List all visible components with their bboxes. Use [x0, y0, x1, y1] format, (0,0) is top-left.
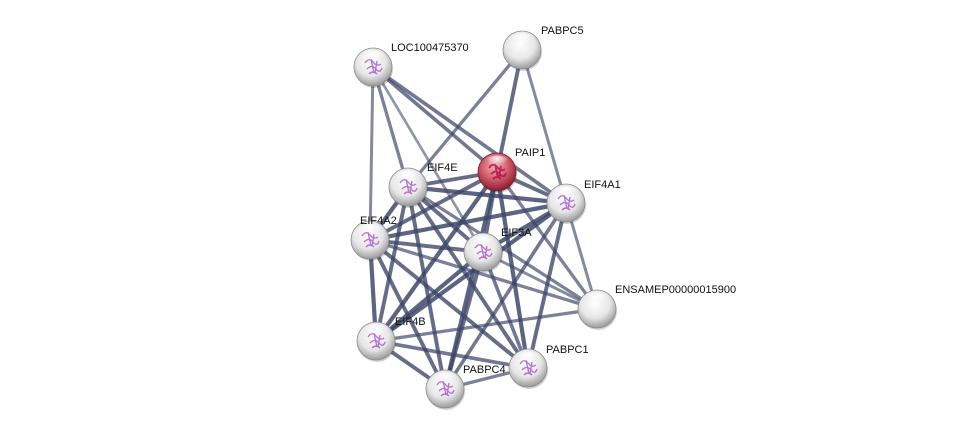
- edge-paip1-pabpc1[interactable]: [494, 169, 531, 371]
- node-highlight: [394, 170, 422, 186]
- node-highlight: [469, 235, 497, 251]
- node-paip1[interactable]: PAIP1: [477, 147, 545, 193]
- node-pabpc5[interactable]: PABPC5: [502, 25, 584, 71]
- edge-eif4a2-ensamep00000015900[interactable]: [368, 238, 599, 311]
- node-label: EIF4A1: [584, 179, 621, 191]
- node-label: PABPC5: [541, 25, 584, 37]
- node-eif4e[interactable]: EIF4E: [388, 162, 458, 208]
- edge-eif4a1-eif4a2[interactable]: [367, 200, 569, 243]
- edge-eif3a-eif4b[interactable]: [373, 249, 486, 344]
- node-loc100475370[interactable]: LOC100475370: [353, 42, 469, 88]
- node-label: EIF4E: [427, 162, 458, 174]
- node-pabpc4[interactable]: PABPC4: [425, 364, 506, 410]
- node-pabpc1[interactable]: PABPC1: [508, 344, 589, 389]
- node-label: EIF4B: [395, 316, 426, 328]
- edge-loc100475370-eif4e[interactable]: [371, 65, 410, 189]
- edge-pabpc5-eif4e[interactable]: [406, 48, 524, 189]
- node-label: ENSAMEP00000015900: [615, 284, 736, 296]
- node-label: EIF4A2: [360, 215, 397, 227]
- node-eif3a[interactable]: EIF3A: [463, 227, 532, 273]
- node-label: EIF3A: [501, 227, 532, 239]
- edge-loc100475370-eif4a2[interactable]: [368, 65, 375, 242]
- node-highlight: [359, 50, 387, 66]
- node-eif4a1[interactable]: EIF4A1: [546, 179, 621, 224]
- edge-eif4a2-pabpc1[interactable]: [368, 238, 530, 370]
- node-highlight: [362, 324, 390, 340]
- node-label: LOC100475370: [391, 42, 469, 54]
- edge-pabpc5-eif4a1[interactable]: [520, 48, 568, 205]
- edge-loc100475370-paip1[interactable]: [371, 65, 499, 174]
- edge-eif4b-pabpc1[interactable]: [374, 339, 530, 370]
- node-eif4b[interactable]: EIF4B: [356, 316, 426, 362]
- edge-eif4e-eif4b[interactable]: [374, 185, 410, 343]
- edge-paip1-eif4a2[interactable]: [368, 170, 499, 242]
- node-ensamep00000015900[interactable]: ENSAMEP00000015900: [577, 284, 736, 330]
- edge-pabpc5-paip1[interactable]: [495, 48, 524, 174]
- node-highlight: [508, 33, 536, 49]
- node-highlight: [514, 351, 542, 367]
- node-highlight: [552, 186, 580, 202]
- edge-paip1-ensamep00000015900[interactable]: [495, 170, 599, 311]
- node-label: PABPC1: [546, 344, 589, 356]
- edge-eif4b-ensamep00000015900[interactable]: [374, 307, 599, 343]
- edge-eif4e-eif4a1[interactable]: [405, 184, 569, 206]
- node-label: PABPC4: [463, 364, 506, 376]
- node-eif4a2[interactable]: EIF4A2: [350, 215, 397, 261]
- node-highlight: [483, 155, 511, 171]
- node-highlight: [583, 292, 611, 308]
- edge-eif3a-pabpc4[interactable]: [443, 250, 485, 391]
- edge-loc100475370-eif4a1[interactable]: [371, 65, 568, 205]
- edge-eif4e-pabpc1[interactable]: [406, 185, 530, 370]
- node-label: PAIP1: [515, 147, 545, 159]
- node-highlight: [431, 372, 459, 388]
- node-highlight: [356, 223, 384, 239]
- edge-eif3a-ensamep00000015900[interactable]: [481, 250, 599, 311]
- edge-eif3a-pabpc1[interactable]: [481, 250, 530, 370]
- edge-paip1-eif4b[interactable]: [373, 169, 500, 344]
